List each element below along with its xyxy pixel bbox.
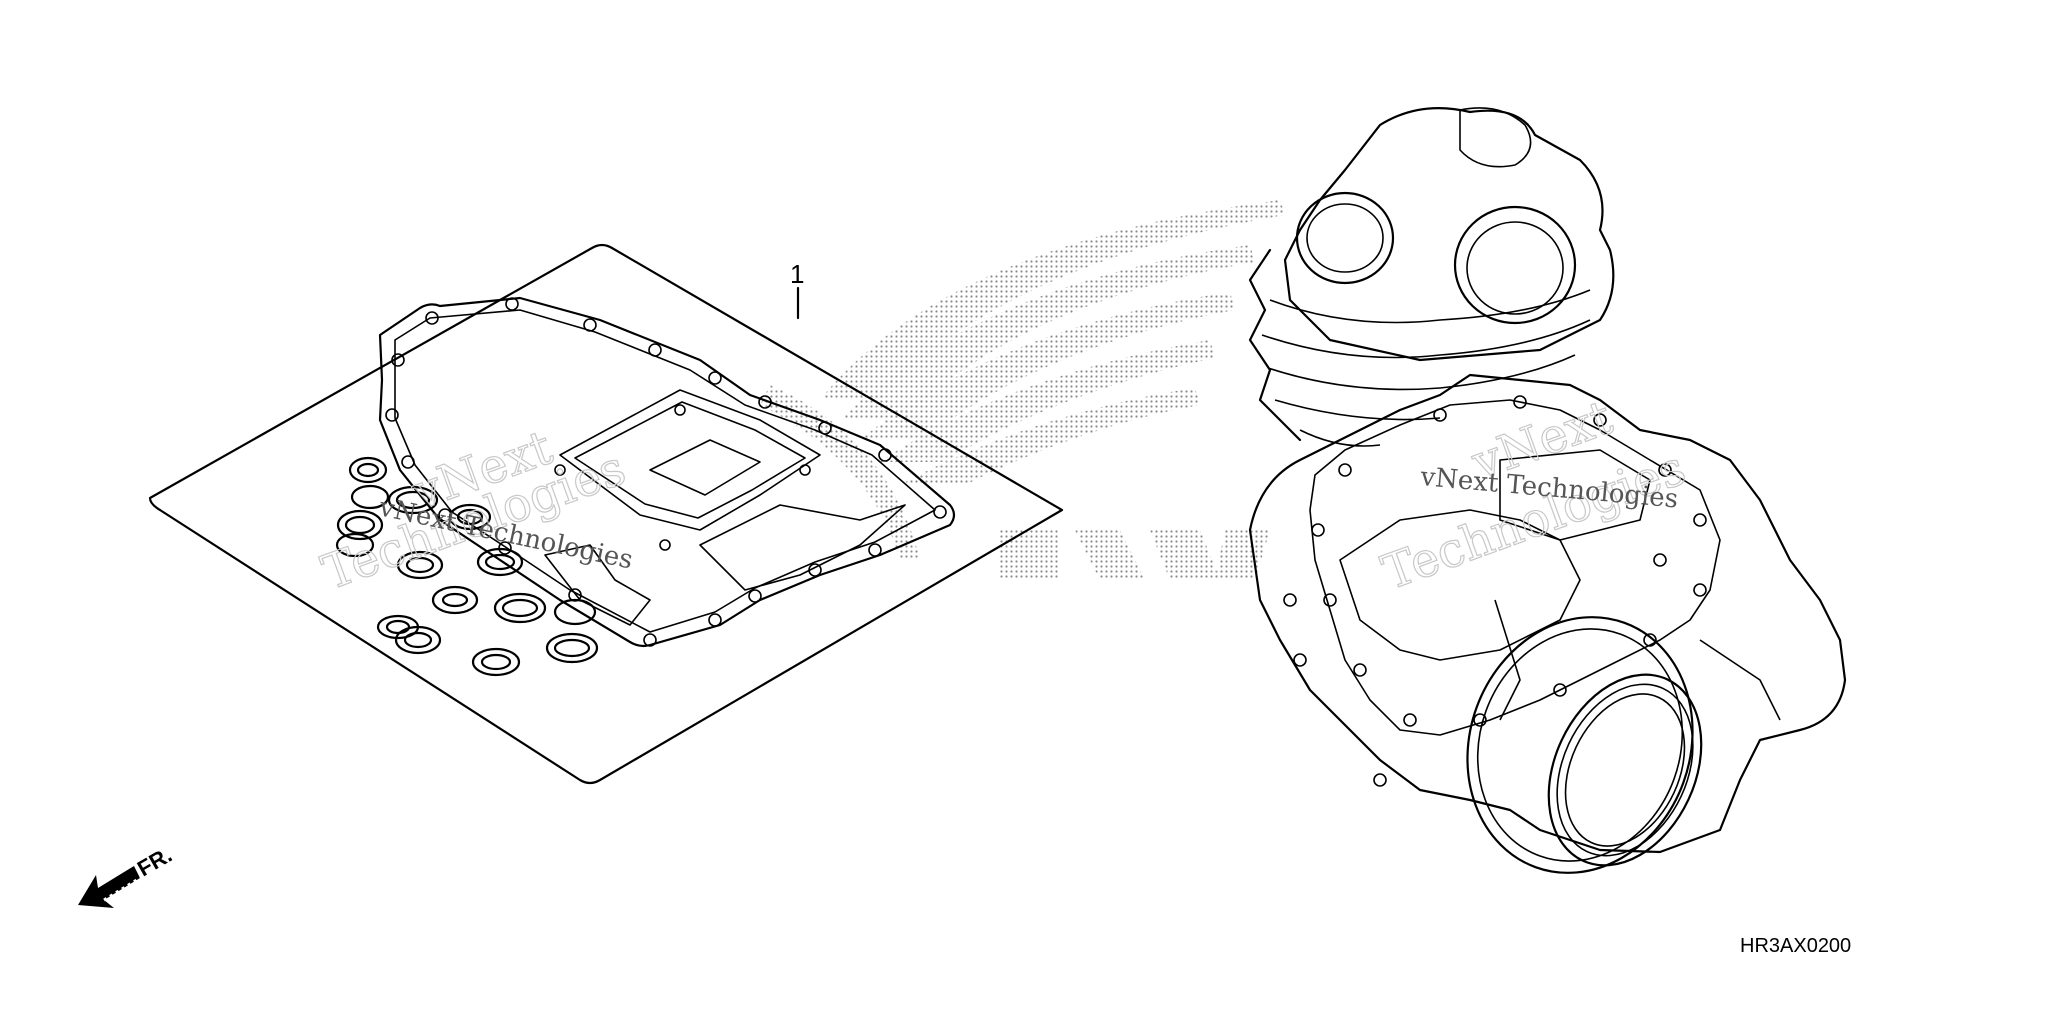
engine-illustration [1248,107,1847,874]
direction-label: FR. [133,842,176,881]
gasket-kit-illustration [148,243,1064,785]
diagram-code: HR3AX0200 [1740,935,1851,957]
callout-label-1: 1 [790,259,804,289]
front-direction-arrow-icon [78,866,141,908]
wing-logo-icon [760,200,1285,580]
